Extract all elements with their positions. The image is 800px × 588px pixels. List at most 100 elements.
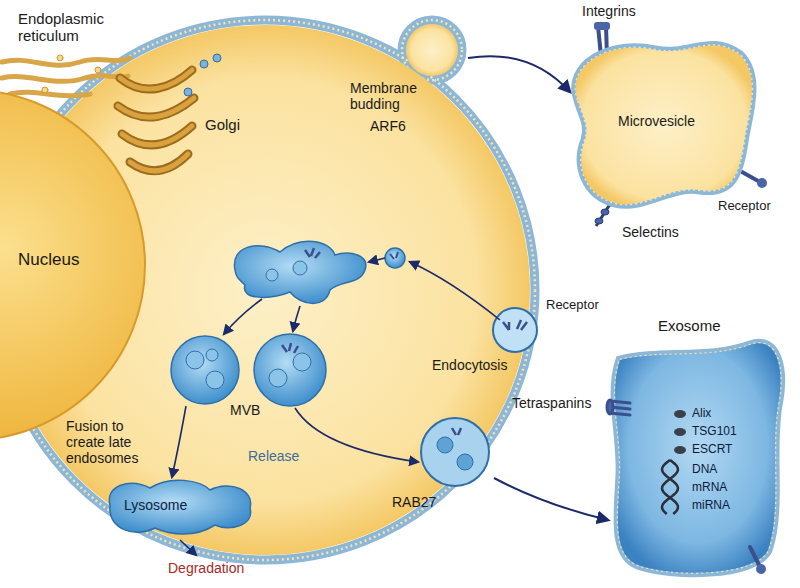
transport-vesicle: [200, 60, 208, 68]
exocytic-pit: [437, 437, 453, 453]
label-text: Fusion to create late endosomes: [66, 418, 158, 466]
tetraspanin-symbol: [607, 400, 613, 414]
golgi-apparatus: [120, 70, 192, 89]
node-text: mRNA: [692, 481, 727, 495]
node-text: Lysosome: [124, 497, 187, 513]
label-text: Tetraspanins: [512, 395, 591, 411]
endoplasmic-reticulum: [42, 87, 48, 93]
golgi-apparatus: [118, 98, 194, 117]
pathway-arrow: [172, 406, 186, 477]
multivesicular-body: [186, 351, 204, 369]
label-text: Receptor: [718, 199, 771, 214]
multivesicular-body: [206, 349, 218, 361]
receptor-symbol: [742, 172, 760, 182]
microvesicle-shape: [576, 45, 752, 204]
lysosome-shape: Lysosome: [100, 470, 260, 542]
exocytic-pit: [421, 418, 489, 486]
early-endosome: [293, 261, 307, 275]
multivesicular-body: [293, 353, 311, 371]
exocytic-pit: [457, 454, 473, 470]
node-text: ESCRT: [692, 443, 732, 457]
endoplasmic-reticulum: [2, 58, 130, 65]
exosome-cargo: [662, 460, 678, 514]
pathway-arrow: [224, 299, 262, 334]
microvesicle-shape: [576, 45, 752, 204]
multivesicular-body: [171, 334, 326, 406]
golgi-apparatus: [130, 154, 188, 171]
node-text: Nucleus: [18, 250, 79, 270]
integrin-symbol: [594, 22, 610, 30]
golgi-apparatus: [118, 70, 194, 171]
exosome-cargo: [674, 446, 686, 454]
selectin-symbol: [595, 218, 603, 224]
multivesicular-body: [206, 371, 224, 389]
endocytic-pit: [493, 308, 537, 352]
pathway-arrow: [180, 540, 196, 555]
label-text: ARF6: [370, 118, 406, 134]
lysosome-shape: [109, 480, 250, 534]
early-endosome: [305, 248, 320, 258]
early-endosome: [234, 241, 365, 303]
receptor-symbol: [750, 547, 766, 574]
pathway-arrow: [410, 262, 500, 320]
early-endosome: [385, 248, 405, 268]
early-endosome: [234, 241, 405, 303]
endocytic-pit: [503, 320, 527, 330]
node-text: miRNA: [692, 499, 730, 513]
multivesicular-body: [254, 334, 326, 406]
pathway-arrow: [293, 306, 300, 331]
endoplasmic-reticulum: [57, 55, 63, 61]
node-text: TSG101: [692, 425, 737, 439]
label-text: Release: [248, 448, 299, 464]
label-text: Integrins: [582, 3, 636, 19]
node-text: Alix: [692, 407, 711, 421]
golgi-apparatus: [130, 154, 188, 171]
label-text: Receptor: [546, 298, 599, 313]
label-text: Selectins: [622, 224, 679, 240]
multivesicular-body: [282, 343, 298, 353]
transport-vesicle: [184, 88, 192, 96]
selectin-symbol: [601, 209, 609, 215]
endoplasmic-reticulum: [95, 67, 101, 73]
node-text: DNA: [692, 463, 717, 477]
endoplasmic-reticulum: [10, 92, 90, 95]
golgi-apparatus: [122, 126, 192, 145]
exocytic-pit: [452, 428, 461, 435]
exosome-shape: ExosomeAlixTSG101ESCRT DNA mRNA miRNA: [600, 315, 790, 580]
cell-body: [406, 24, 458, 76]
exosome-cargo: [662, 460, 678, 514]
receptor-symbol: [757, 178, 767, 188]
pathway-arrow: [468, 56, 570, 92]
early-endosome: [266, 269, 278, 281]
pathway-arrow: [172, 56, 608, 555]
receptor-symbol: [742, 172, 767, 188]
node-heading: Exosome: [658, 317, 721, 334]
nucleus-shape: Nucleus: [0, 90, 150, 440]
exosome-shape: [615, 343, 780, 572]
microvesicle-shape: Microvesicle: [560, 25, 760, 215]
label-text: Endocytosis: [432, 357, 507, 373]
exosome-shape: [615, 343, 780, 572]
golgi-apparatus: [122, 126, 192, 145]
receptor-symbol: [756, 564, 766, 574]
label-text: Membrane budding: [350, 80, 432, 112]
endoplasmic-reticulum: [2, 76, 128, 82]
transport-vesicle: [213, 54, 221, 62]
exosome-cargo: [662, 410, 686, 514]
endocytic-pit: [493, 308, 537, 352]
golgi-apparatus: [118, 98, 194, 117]
label-text: RAB27: [392, 494, 436, 510]
receptor-symbol: [750, 547, 760, 567]
multivesicular-body: [171, 336, 239, 404]
pathway-arrow: [369, 258, 385, 262]
pathway-arrow: [494, 478, 608, 520]
label-text: Golgi: [205, 116, 240, 133]
tetraspanin-symbol: [607, 400, 630, 415]
microvesicle-shape: [576, 45, 752, 204]
exosome-cargo: [674, 428, 686, 436]
nucleus-shape: [0, 90, 145, 440]
early-endosome: [390, 252, 398, 259]
node-text: Microvesicle: [618, 113, 695, 129]
label-text: Endoplasmic reticulum: [18, 10, 133, 45]
